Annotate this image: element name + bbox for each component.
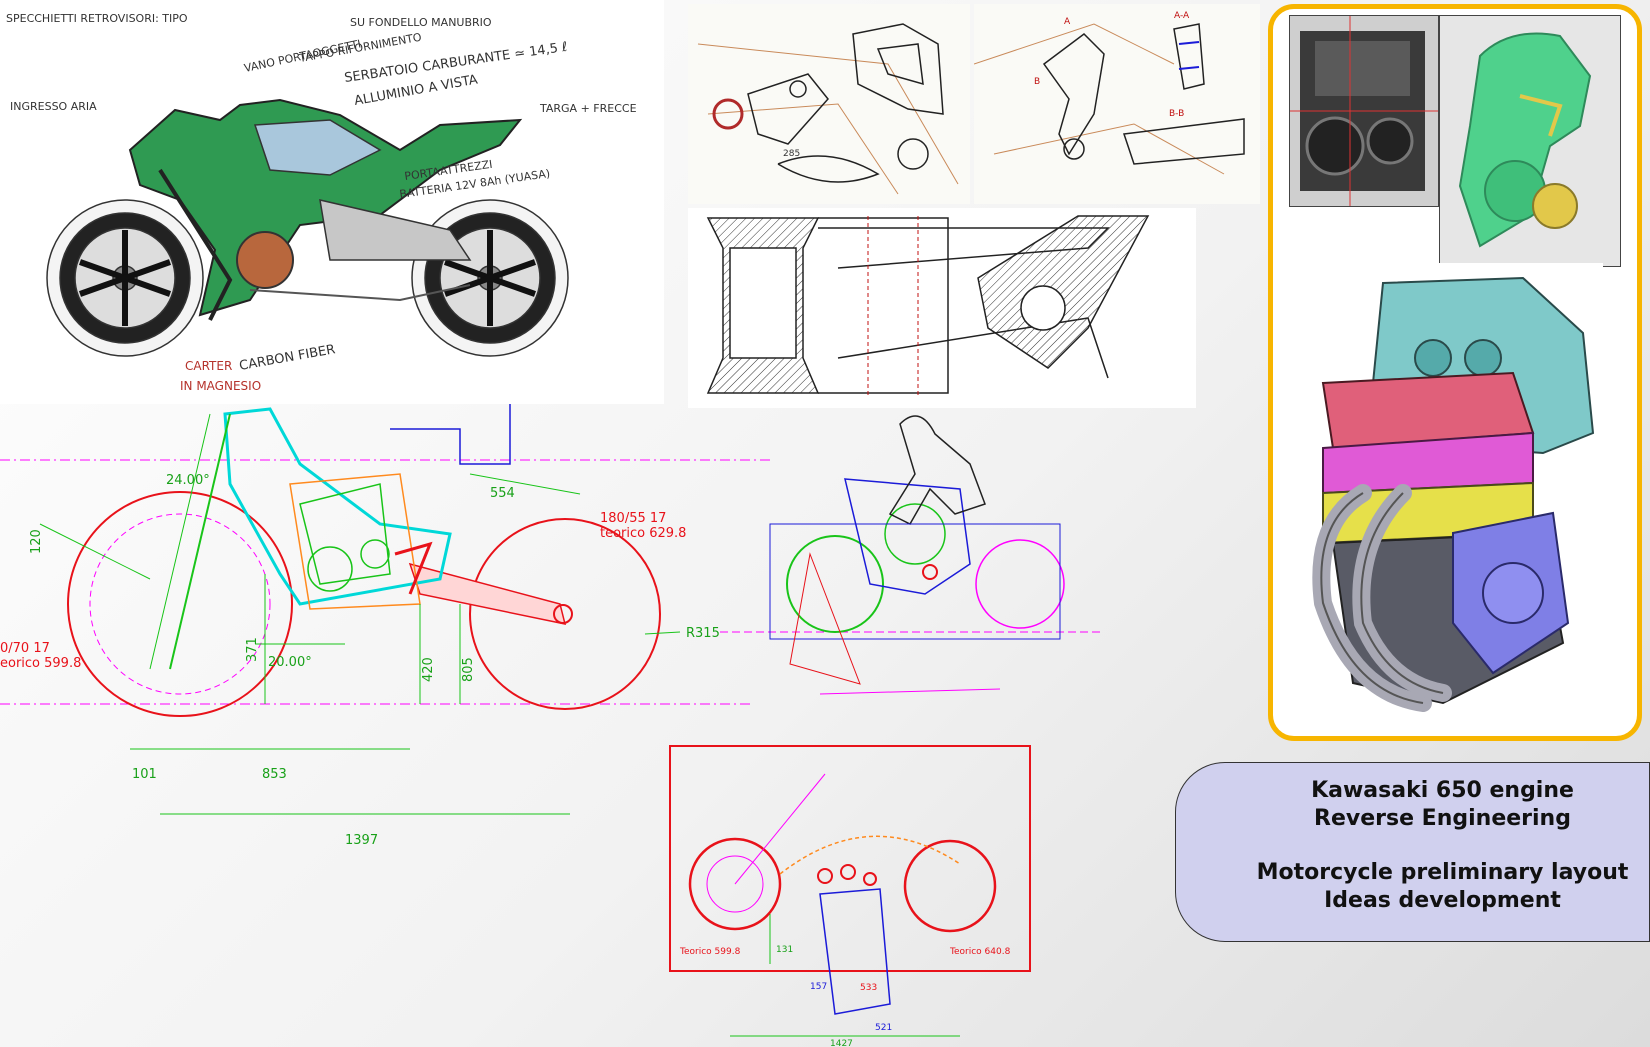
motorcycle-sketch: SPECCHIETTI RETROVISORI: TIPO SU FONDELL… [0,0,664,404]
plan-dim-157: 157 [810,982,827,992]
cut-label-a: A [1064,17,1071,27]
reverse-engineering-panel [1268,4,1642,741]
dim-1397-label: 1397 [345,833,378,848]
engine-scan-image [1439,15,1621,267]
engine-cad-model [1293,263,1603,733]
plan-dim-533: 533 [860,983,877,993]
cad-rider-layout [720,404,1100,744]
note-plate: TARGA + FRECCE [539,102,637,115]
section-detail-drawing: A-A B-B A B [974,4,1260,204]
dim-853-label: 853 [262,767,287,782]
front-tire-label: 0/70 17 [0,641,50,656]
section-label-b: B-B [1169,109,1184,119]
dimension-285: 285 [783,149,800,159]
cad-plan-layout: Teorico 599.8 Teorico 640.8 533 521 157 … [580,744,1050,1047]
rear-tire-label: 180/55 17 [600,511,666,526]
caption-line-engine: Kawasaki 650 engine [1311,778,1574,803]
dim-554-label: 554 [490,486,515,501]
cad-side-layout: 180/55 17 teorico 629.8 0/70 17 eorico 5… [0,404,770,874]
note-carbon: CARBON FIBER [238,342,336,374]
note-mirrors: SPECCHIETTI RETROVISORI: TIPO [6,12,188,25]
caption-line-ideas: Ideas development [1324,888,1561,913]
dim-120-label: 120 [29,529,44,554]
plan-dim-521: 521 [875,1023,892,1033]
dim-101-label: 101 [132,767,157,782]
bracket-detail-drawing: 285 [688,4,970,204]
rear-theoretical-label: teorico 629.8 [600,526,686,541]
plan-dim-1427: 1427 [830,1039,853,1047]
front-theoretical-label: eorico 599.8 [0,656,81,671]
radius-label: R315 [686,626,720,641]
cut-label-b: B [1034,77,1040,87]
engine-photo [1289,15,1439,207]
caption-line-layout: Motorcycle preliminary layout [1256,860,1629,885]
note-air-intake: INGRESSO ARIA [10,100,97,113]
angle-bottom-label: 20.00° [268,655,312,670]
section-label-a: A-A [1174,11,1190,21]
dim-371-label: 371 [245,637,260,662]
plan-dim-131: 131 [776,945,793,955]
plan-front-label: Teorico 599.8 [679,947,741,957]
caption-box: Kawasaki 650 engine Reverse Engineering … [1175,762,1650,942]
casting-section-drawing [688,208,1196,408]
note-carter: CARTER [185,359,232,373]
caption-line-reverse: Reverse Engineering [1314,806,1571,831]
note-magnesium: IN MAGNESIO [180,379,261,393]
plan-rear-label: Teorico 640.8 [949,947,1011,957]
dim-420-label: 420 [421,657,436,682]
dim-805-label: 805 [461,657,476,682]
note-handlebar: SU FONDELLO MANUBRIO [350,16,492,29]
angle-top-label: 24.00° [166,473,210,488]
